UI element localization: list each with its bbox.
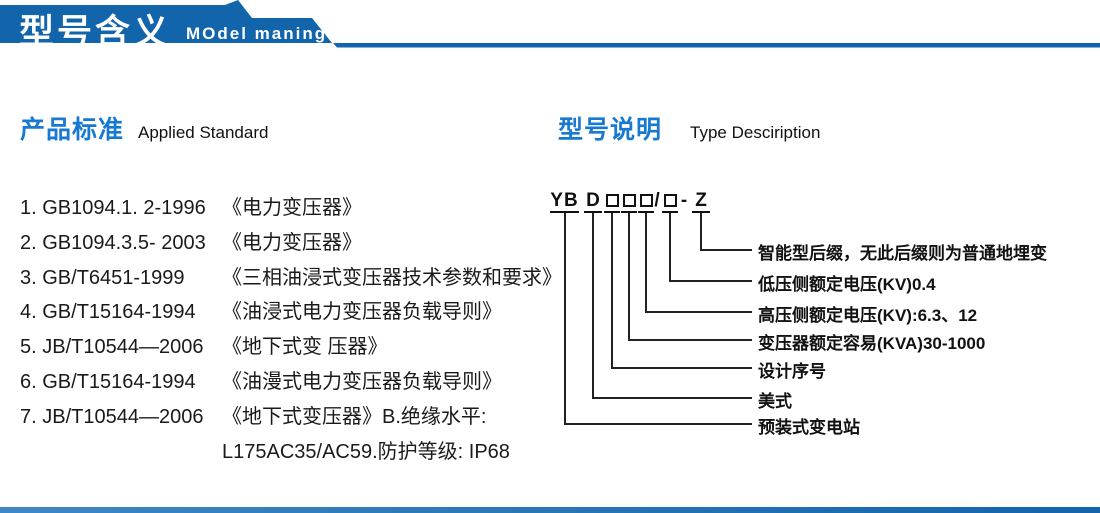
standard-title: L175AC35/AC59.防护等级: IP68 (222, 440, 510, 463)
diagram-label-smart-suffix: 智能型后缀，无此后缀则为普通地埋变 (758, 244, 1047, 263)
list-item: 6. GB/T15164-1994 《油漫式电力变压器负载导则》 (20, 365, 550, 400)
page-subtitle: MOdel maning (186, 24, 328, 43)
standard-title: 《地下式变压器》B.绝缘水平: (222, 405, 487, 428)
list-item: 3. GB/T6451-1999 《三相油浸式变压器技术参数和要求》 (20, 261, 562, 296)
placeholder-box-icon (639, 194, 653, 207)
model-code-prefix: YB (550, 190, 579, 213)
standard-code: 6. GB/T15164-1994 (20, 370, 196, 393)
applied-standard-heading: 产品标准 Applied Standard (20, 110, 268, 146)
standard-title: 《地下式变 压器》 (222, 336, 388, 359)
model-code-dash: - (680, 190, 688, 211)
standard-title: 《油漫式电力变压器负载导则》 (222, 370, 502, 393)
list-item-continuation: L175AC35/AC59.防护等级: IP68 (20, 435, 550, 470)
type-description-heading: 型号说明 Type Desciription (558, 110, 820, 146)
list-item: 5. JB/T10544—2006 《地下式变 压器》 (20, 330, 550, 365)
diagram-label-american-style: 美式 (758, 392, 792, 411)
standards-list: 1. GB1094.1. 2-1996 《电力变压器》 2. GB1094.3.… (20, 191, 562, 470)
header-banner-shape (0, 0, 1100, 48)
footer-bar (0, 507, 1100, 513)
diagram-label-design-serial: 设计序号 (758, 362, 826, 381)
header-banner: 型号含义 MOdel maning (0, 0, 1100, 52)
standard-title: 《油浸式电力变压器负载导则》 (222, 301, 502, 324)
model-code-style-letter: D (584, 191, 602, 213)
list-item: 2. GB1094.3.5- 2003 《电力变压器》 (20, 226, 550, 261)
diagram-label-lv-voltage: 低压侧额定电压(KV)0.4 (758, 275, 936, 294)
type-description-heading-cn: 型号说明 (558, 116, 663, 144)
model-code-suffix: Z (692, 191, 710, 213)
page-title: 型号含义 (19, 13, 172, 52)
model-code-box-2 (621, 192, 637, 213)
standard-title: 《电力变压器》 (222, 231, 362, 254)
standard-title: 《三相油浸式变压器技术参数和要求》 (222, 266, 562, 289)
model-code-slash: / (654, 190, 660, 211)
model-code-box-1 (604, 192, 620, 213)
list-item: 1. GB1094.1. 2-1996 《电力变压器》 (20, 191, 550, 226)
placeholder-box-icon (605, 194, 619, 207)
diagram-label-prefabricated-substation: 预装式变电站 (758, 418, 860, 437)
model-code-box-3 (638, 192, 654, 213)
placeholder-box-icon (663, 194, 677, 207)
diagram-label-rated-capacity: 变压器额定容易(KVA)30-1000 (758, 334, 986, 353)
placeholder-box-icon (622, 194, 636, 207)
type-description-heading-en: Type Desciription (690, 123, 821, 142)
diagram-label-hv-voltage: 高压侧额定电压(KV):6.3、12 (758, 306, 978, 325)
applied-standard-heading-cn: 产品标准 (20, 116, 125, 144)
standard-code: 1. GB1094.1. 2-1996 (20, 197, 206, 219)
applied-standard-heading-en: Applied Standard (138, 123, 269, 142)
standard-code: 5. JB/T10544—2006 (20, 336, 204, 359)
model-code-box-4 (662, 192, 678, 213)
list-item: 4. GB/T15164-1994 《油浸式电力变压器负载导则》 (20, 295, 550, 330)
list-item: 7. JB/T10544—2006 《地下式变压器》B.绝缘水平: (20, 400, 550, 435)
standard-code: 3. GB/T6451-1999 (20, 266, 185, 289)
standard-code: 7. JB/T10544—2006 (20, 405, 204, 428)
standard-code: 2. GB1094.3.5- 2003 (20, 231, 206, 254)
standard-title: 《电力变压器》 (222, 197, 362, 219)
standard-code: 4. GB/T15164-1994 (20, 301, 196, 324)
